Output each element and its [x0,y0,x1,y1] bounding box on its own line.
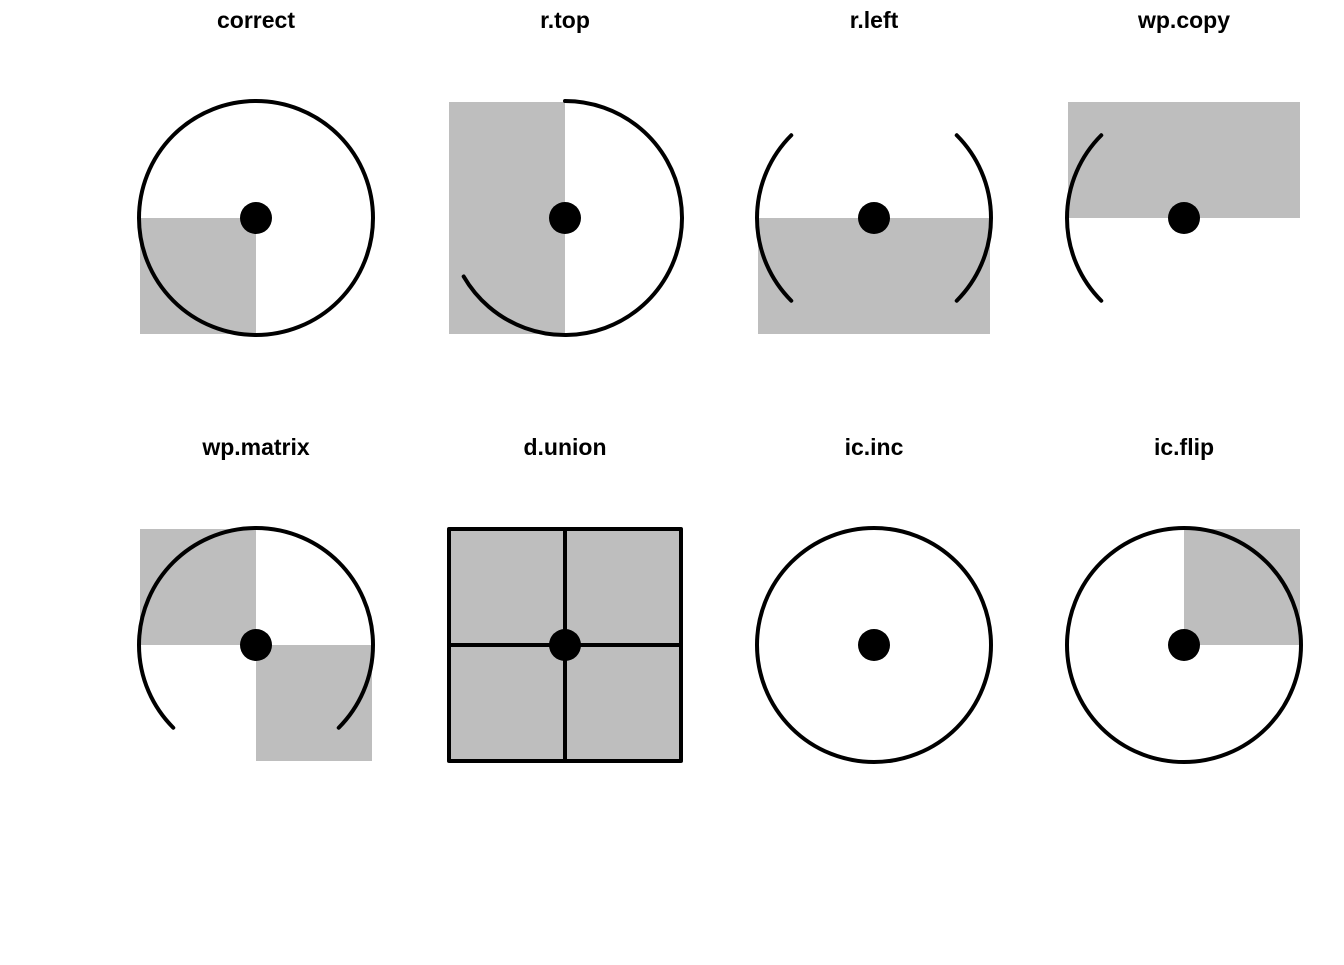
center-dot [549,629,581,661]
outline-circle [137,99,375,337]
panel-correct [137,99,375,337]
filled-quadrant-2 [1068,102,1184,218]
filled-quadrant-1 [1184,529,1300,645]
filled-quadrant-3 [449,645,565,761]
outline-circle [1065,526,1303,764]
filled-quadrant-4 [565,645,681,761]
panel-title-r-top: r.top [540,7,590,33]
panel-title-ic-flip: ic.flip [1153,434,1215,460]
filled-quadrant-3 [758,218,874,334]
outline-circle [755,526,993,764]
outline-arc [755,133,794,303]
filled-quadrant-2 [449,529,565,645]
panel-wp-copy [1065,102,1300,303]
center-dot [240,629,272,661]
filled-quadrant-2 [140,529,256,645]
panel-r-top [449,99,684,337]
center-dot [858,202,890,234]
panel-title-wp-matrix: wp.matrix [202,434,310,460]
panel-title-wp-copy: wp.copy [1137,7,1230,33]
center-dot [858,629,890,661]
outline-arc [137,525,375,730]
filled-quadrant-3 [449,218,565,334]
panel-title-correct: correct [217,7,295,33]
filled-quadrant-2 [449,102,565,218]
panel-r-left [755,133,993,334]
filled-quadrant-4 [256,645,372,761]
panel-title-d-union: d.union [523,434,607,460]
panel-wp-matrix [137,525,375,761]
panel-d-union [447,527,683,763]
filled-quadrant-4 [874,218,990,334]
panel-title-ic-inc: ic.inc [844,434,904,460]
outline-arc [461,99,684,337]
outline-arc [1065,133,1104,303]
center-dot [549,202,581,234]
center-dot [240,202,272,234]
panel-ic-flip [1065,526,1303,764]
center-dot [1168,202,1200,234]
filled-quadrant-3 [140,218,256,334]
filled-quadrant-1 [565,529,681,645]
outline-arc-mirror [954,133,993,303]
filled-quadrant-1 [1184,102,1300,218]
panel-ic-inc [755,526,993,764]
center-dot [1168,629,1200,661]
panel-title-r-left: r.left [849,7,899,33]
